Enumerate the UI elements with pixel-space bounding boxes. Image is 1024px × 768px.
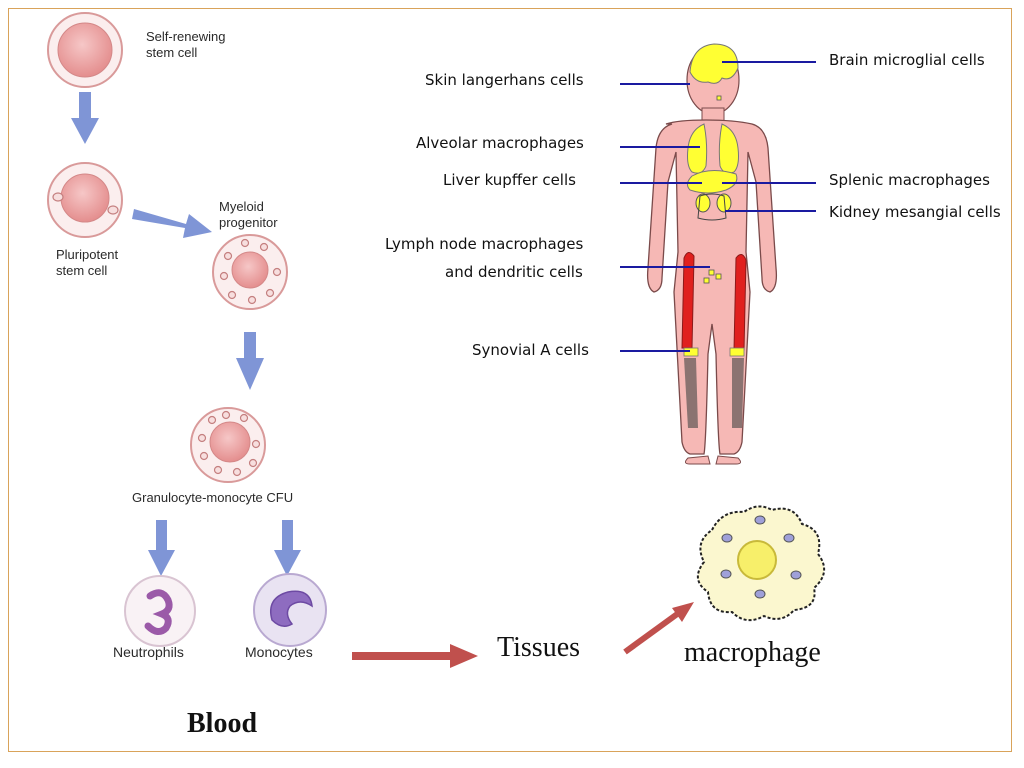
- label-synovial: Synovial A cells: [472, 341, 589, 359]
- label-blood: Blood: [187, 708, 258, 739]
- label-liver-kupffer: Liver kupffer cells: [443, 171, 576, 189]
- myeloid-progenitor-cell: [212, 234, 288, 310]
- label-alveolar: Alveolar macrophages: [416, 134, 584, 152]
- label-pluripotent-stem-cell: Pluripotent stem cell: [56, 247, 119, 278]
- label-splenic: Splenic macrophages: [829, 171, 990, 189]
- label-myeloid-progenitor: Myeloid progenitor: [219, 199, 278, 230]
- label-tissues: Tissues: [497, 632, 581, 663]
- arrow-down-2: [236, 332, 264, 390]
- label-brain-microglial: Brain microglial cells: [829, 51, 985, 69]
- label-skin-langerhans: Skin langerhans cells: [425, 71, 584, 89]
- arrow-down-1: [71, 92, 99, 144]
- leader-lines: [620, 61, 816, 352]
- macrophage-cell: [697, 505, 825, 622]
- neutrophil-cell: [124, 575, 196, 647]
- granulocyte-monocyte-cfu-cell: [190, 407, 266, 483]
- arrow-to-monocytes: [274, 520, 301, 576]
- monocyte-cell: [253, 573, 327, 647]
- label-self-renewing-stem-cell: Self-renewing stem cell: [146, 29, 226, 60]
- arrow-to-neutrophils: [148, 520, 175, 576]
- label-gm-cfu: Granulocyte-monocyte CFU: [132, 490, 294, 505]
- slide-frame: [8, 8, 1012, 752]
- arrow-monocytes-to-tissues: [352, 644, 478, 668]
- human-body-figure: [646, 43, 778, 465]
- label-lymph-node-2: and dendritic cells: [445, 263, 583, 281]
- self-renewing-stem-cell: [47, 12, 123, 88]
- label-monocytes: Monocytes: [245, 644, 313, 660]
- arrow-to-myeloid: [132, 209, 212, 238]
- label-lymph-node-1: Lymph node macrophages: [385, 235, 584, 253]
- arrow-tissues-to-macrophage: [623, 602, 694, 655]
- pluripotent-stem-cell: [47, 162, 123, 238]
- label-kidney-mesangial: Kidney mesangial cells: [829, 203, 1001, 221]
- label-macrophage: macrophage: [684, 637, 821, 668]
- label-neutrophils: Neutrophils: [113, 644, 184, 660]
